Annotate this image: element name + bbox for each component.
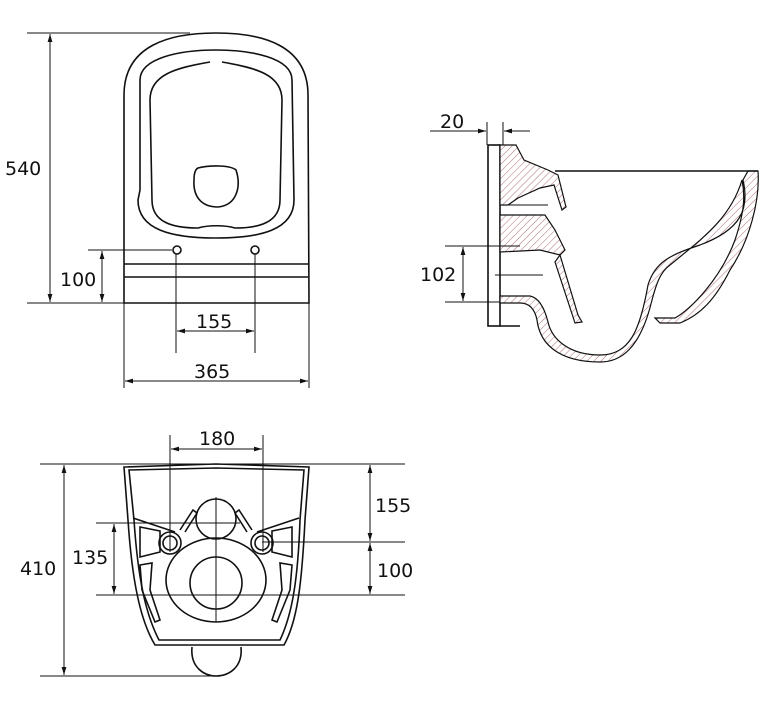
- top-view: 540 100 155 365: [5, 32, 310, 388]
- dim-410: 410: [20, 558, 56, 580]
- rim-outline: [137, 49, 295, 239]
- dim-155: 155: [196, 311, 232, 333]
- wall-plate: [487, 144, 501, 327]
- dim-155-rear: 155: [375, 495, 411, 517]
- dim-365: 365: [194, 361, 230, 383]
- rear-outline: [123, 463, 310, 646]
- trap-section: [554, 253, 583, 324]
- fixing-hole-right: [254, 535, 270, 551]
- rear-wall-section: [499, 214, 566, 256]
- fixing-hole-left: [172, 245, 182, 255]
- dim-180: 180: [199, 428, 235, 450]
- dim-135: 135: [72, 547, 108, 569]
- dim-100-rear: 100: [377, 560, 413, 582]
- fixing-hole-right: [250, 245, 260, 255]
- side-view: 20 102: [420, 111, 759, 363]
- outlet-opening: [193, 165, 239, 208]
- dim-100: 100: [60, 269, 96, 291]
- rear-bulge: [191, 646, 242, 677]
- dim-540: 540: [5, 158, 41, 180]
- bowl-outline: [149, 61, 283, 229]
- rear-view: 180 410 135 155 100: [20, 428, 413, 677]
- seat-outline: [123, 32, 310, 304]
- dim-102: 102: [420, 264, 456, 286]
- dim-20: 20: [440, 111, 464, 133]
- inlet-section: [499, 144, 567, 211]
- bowl-section: [499, 170, 759, 363]
